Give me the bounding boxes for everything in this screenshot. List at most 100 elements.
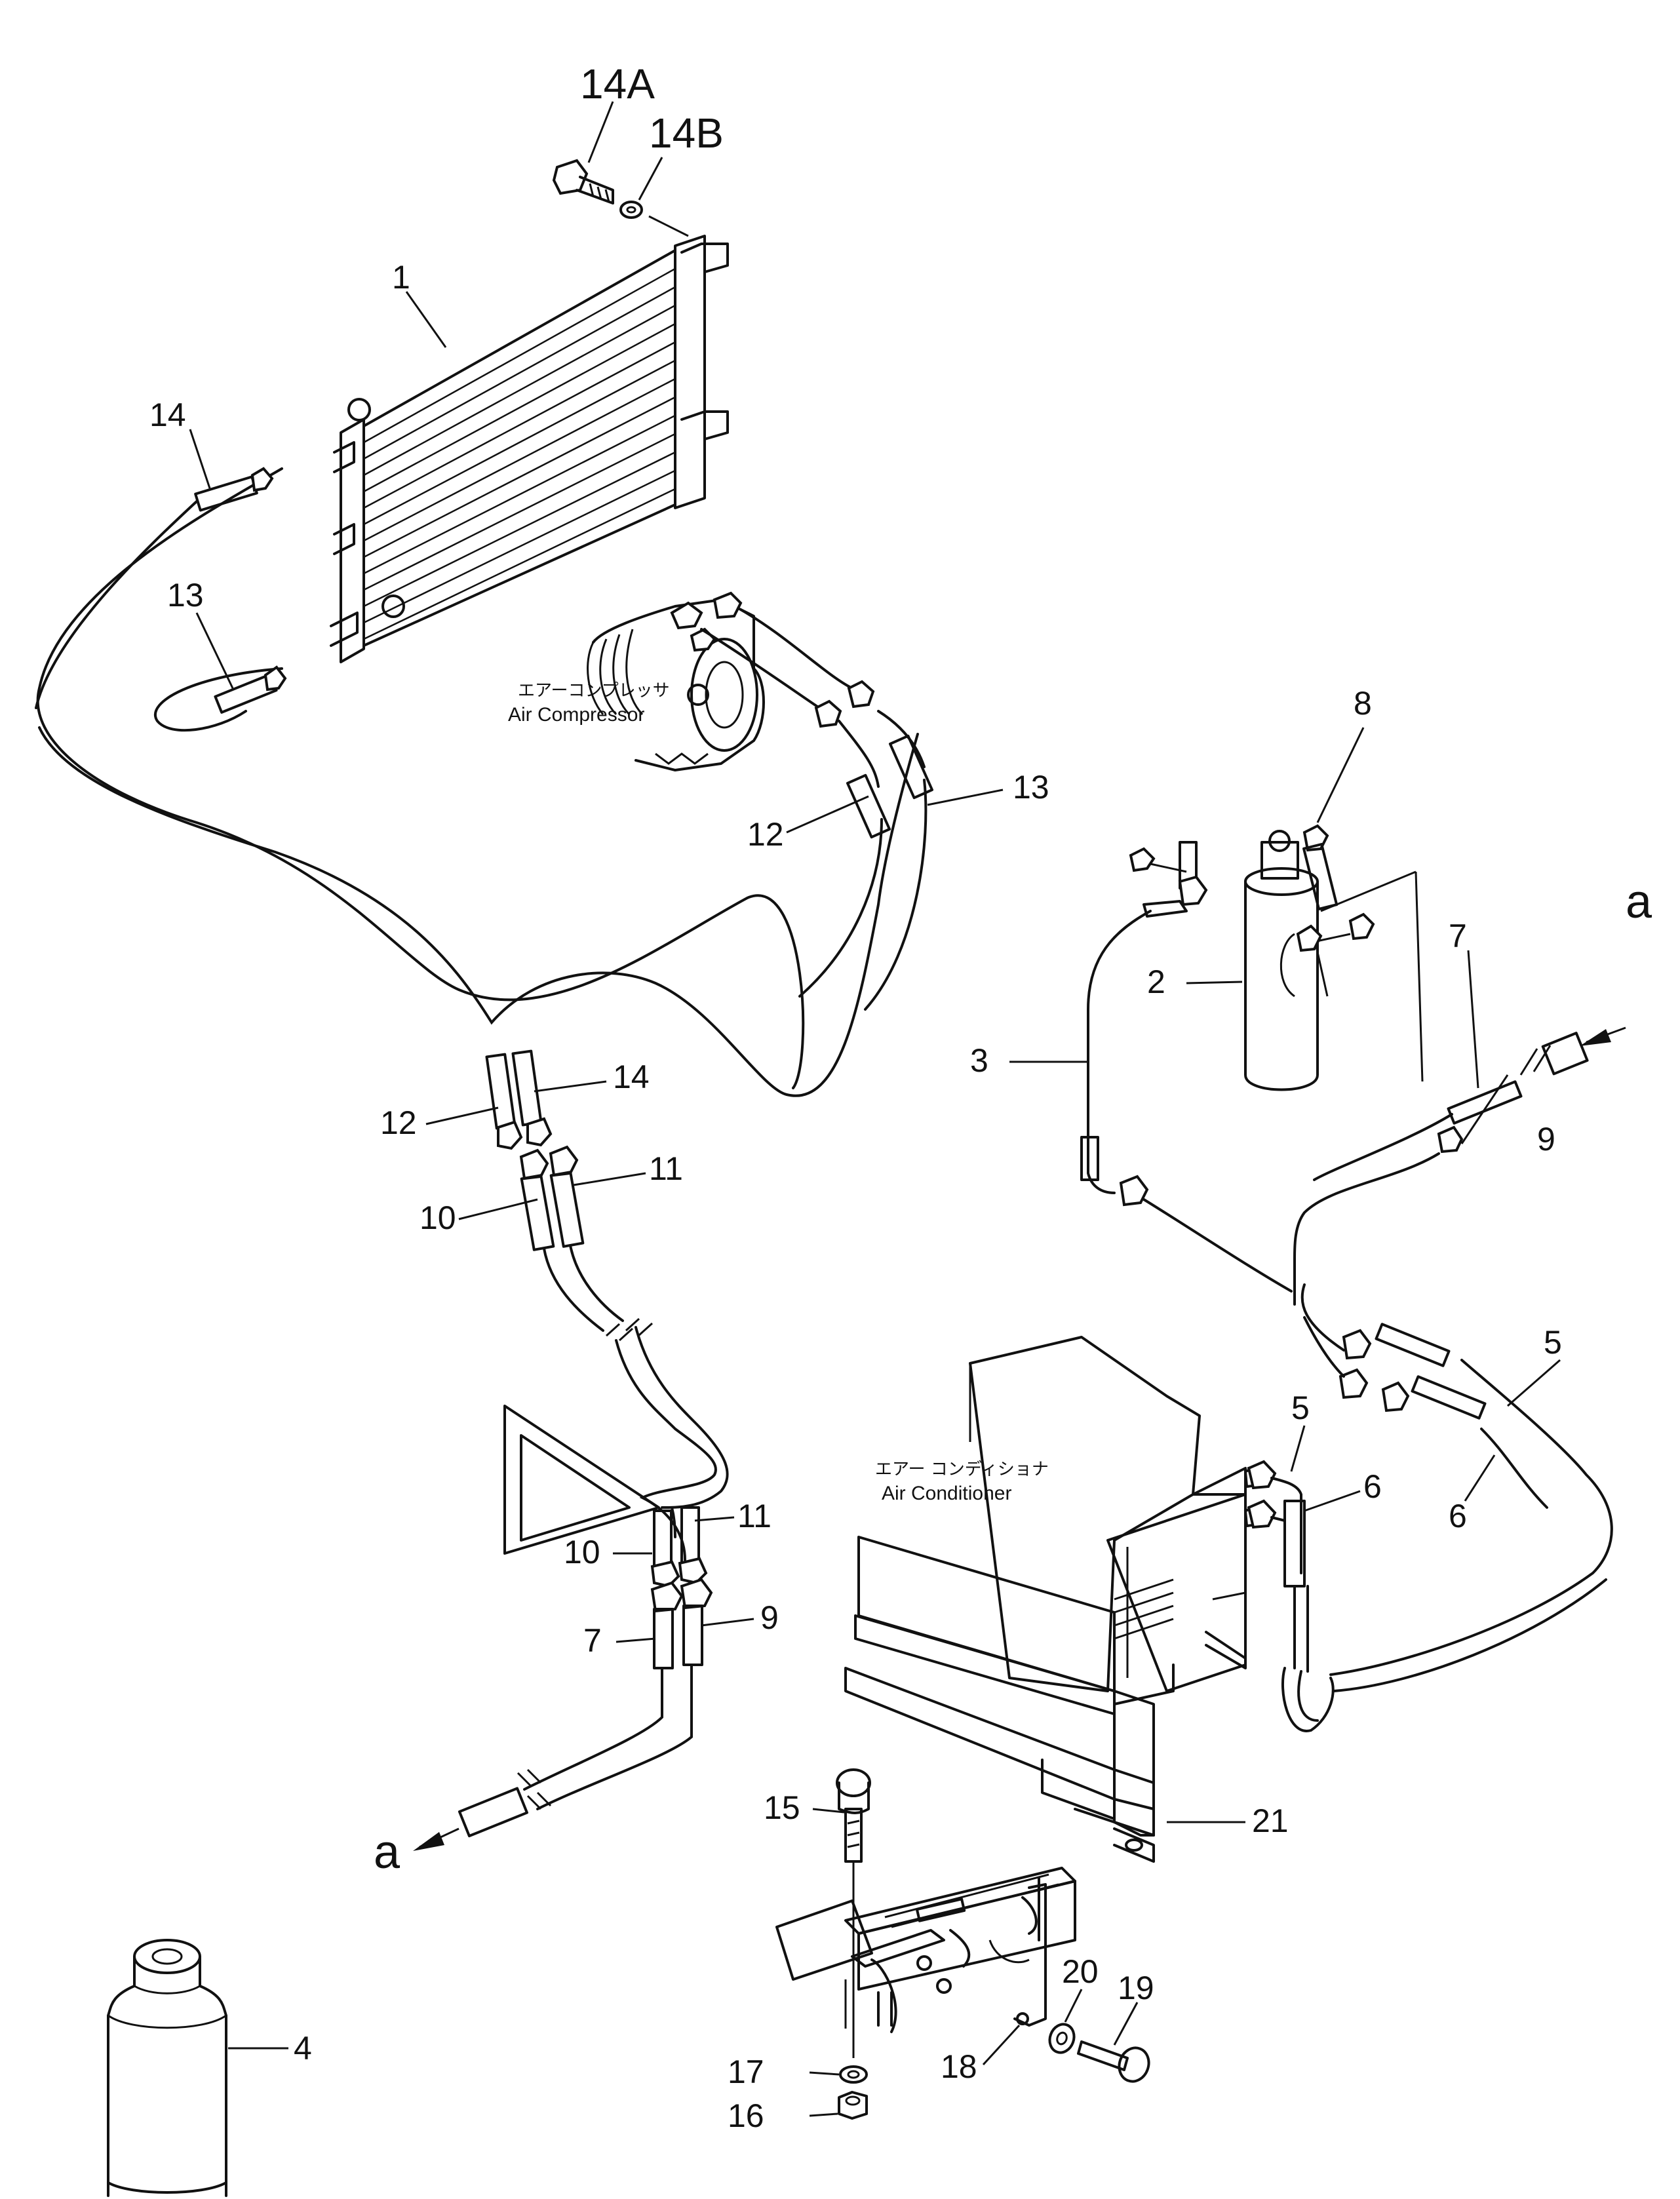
condenser [330,235,729,663]
leader-20 [1064,1989,1083,2023]
leader-12-top [786,795,869,834]
pipe-13-left [214,665,287,714]
callout-8: 8 [1354,685,1372,722]
air-compressor-label-jp: エアーコンプレッサ [518,681,670,701]
leader-11-center [573,1172,646,1186]
callout-14A: 14A [580,60,655,107]
callout-1: 1 [392,259,410,296]
callout-11-center: 11 [649,1150,683,1187]
ref-a-top: a [1626,876,1652,928]
callout-5-right: 5 [1544,1324,1562,1361]
leader-2 [1186,981,1243,984]
leader-7-right [1467,950,1479,1089]
air-conditioner-label-en: Air Conditioner [882,1483,1011,1504]
callout-20: 20 [1062,1953,1099,1990]
washer-17 [839,2065,868,2084]
leader-15 [812,1808,845,1814]
leader-7-lower [615,1637,656,1643]
hose-7-9-right [1293,870,1589,1306]
bolt-15 [836,1768,871,1863]
hoses-5-6 [1247,1283,1613,1732]
leader-18 [982,2024,1021,2066]
bolt-19 [1077,2040,1150,2083]
callout-9-right: 9 [1537,1121,1555,1158]
leader-11-lower [694,1516,735,1522]
bracket-18 [1013,1883,1047,2027]
fitting-12-compressor [814,699,891,839]
callout-10-center: 10 [420,1199,456,1236]
callout-3: 3 [970,1042,988,1079]
callout-21: 21 [1252,1802,1289,1839]
callout-5-left: 5 [1291,1390,1310,1426]
callout-14-left: 14 [149,397,186,433]
hose-14-13-loop [35,467,919,1097]
control-box [775,1867,1076,2033]
callout-16: 16 [728,2097,764,2134]
leader-5-right [1507,1359,1561,1407]
pipe-14-left [194,467,274,512]
leader-9-lower [701,1618,754,1627]
callout-14-center: 14 [613,1059,650,1095]
leader-14A [587,101,614,163]
leader-6-left [1304,1490,1361,1512]
callout-13-top: 13 [1013,769,1049,806]
callout-12-center: 12 [380,1104,417,1141]
ref-a-bottom: a [374,1826,400,1878]
callout-18: 18 [941,2048,977,2085]
callout-4: 4 [294,2030,312,2067]
callout-7-right: 7 [1449,918,1467,954]
callout-10-lower: 10 [564,1534,600,1570]
leader-5-left [1290,1425,1306,1472]
leader-13-left [195,612,234,689]
callout-13-left: 13 [167,577,204,613]
fittings-12-14-center [485,1049,553,1150]
callout-6-right: 6 [1449,1498,1467,1534]
oil-can [107,1939,227,2197]
callout-7-lower: 7 [583,1622,602,1659]
callout-11-lower: 11 [737,1498,772,1534]
callout-6-left: 6 [1363,1468,1382,1505]
fitting-13-compressor [847,680,934,800]
arrow-a-top [1580,1026,1626,1046]
air-conditioner-unit [969,1336,1266,1705]
callout-2: 2 [1147,963,1165,1000]
callout-12-top: 12 [747,816,784,853]
fittings-10-11-center [519,1145,585,1251]
hose-10-11-long [543,1244,729,1561]
leader-8 [1316,727,1365,823]
leader-14-left [189,429,211,489]
callout-14B: 14B [649,109,724,157]
leader-13-top [927,788,1004,806]
stand-21 [844,1536,1155,1863]
leader-10-center [458,1198,538,1220]
washer-20 [1048,2023,1076,2054]
air-compressor [587,591,765,771]
leader-14B [638,157,663,201]
hose-3-receiver [1080,900,1293,1293]
sensor-valve [1129,841,1208,906]
washer-14B [619,201,643,219]
bolt-14A [552,159,614,204]
leader-16 [809,2112,838,2117]
triangle-bracket [503,1405,660,1555]
callout-19: 19 [1118,1970,1154,2006]
air-conditioner-label-jp: エアー コンディショナ [875,1460,1049,1479]
nut-16 [838,2091,868,2120]
callout-17: 17 [728,2053,764,2090]
leader-9-right [1460,1074,1509,1144]
leader-19 [1113,2002,1139,2046]
hose-7-9-to-a [458,1664,693,1838]
receiver-tank [1244,830,1319,1091]
callout-15: 15 [764,1789,800,1826]
leader-6-right [1464,1454,1496,1502]
leader-14-center [534,1080,607,1093]
leader-12-center [425,1106,499,1125]
leader-1 [405,291,447,348]
pressure-switch-8 [1302,824,1338,997]
air-compressor-label-en: Air Compressor [508,704,644,726]
fittings-10-11-lower [650,1506,708,1588]
arrow-a-bottom [413,1827,459,1851]
fittings-7-9-lower [650,1578,713,1669]
callout-9-lower: 9 [760,1599,779,1636]
